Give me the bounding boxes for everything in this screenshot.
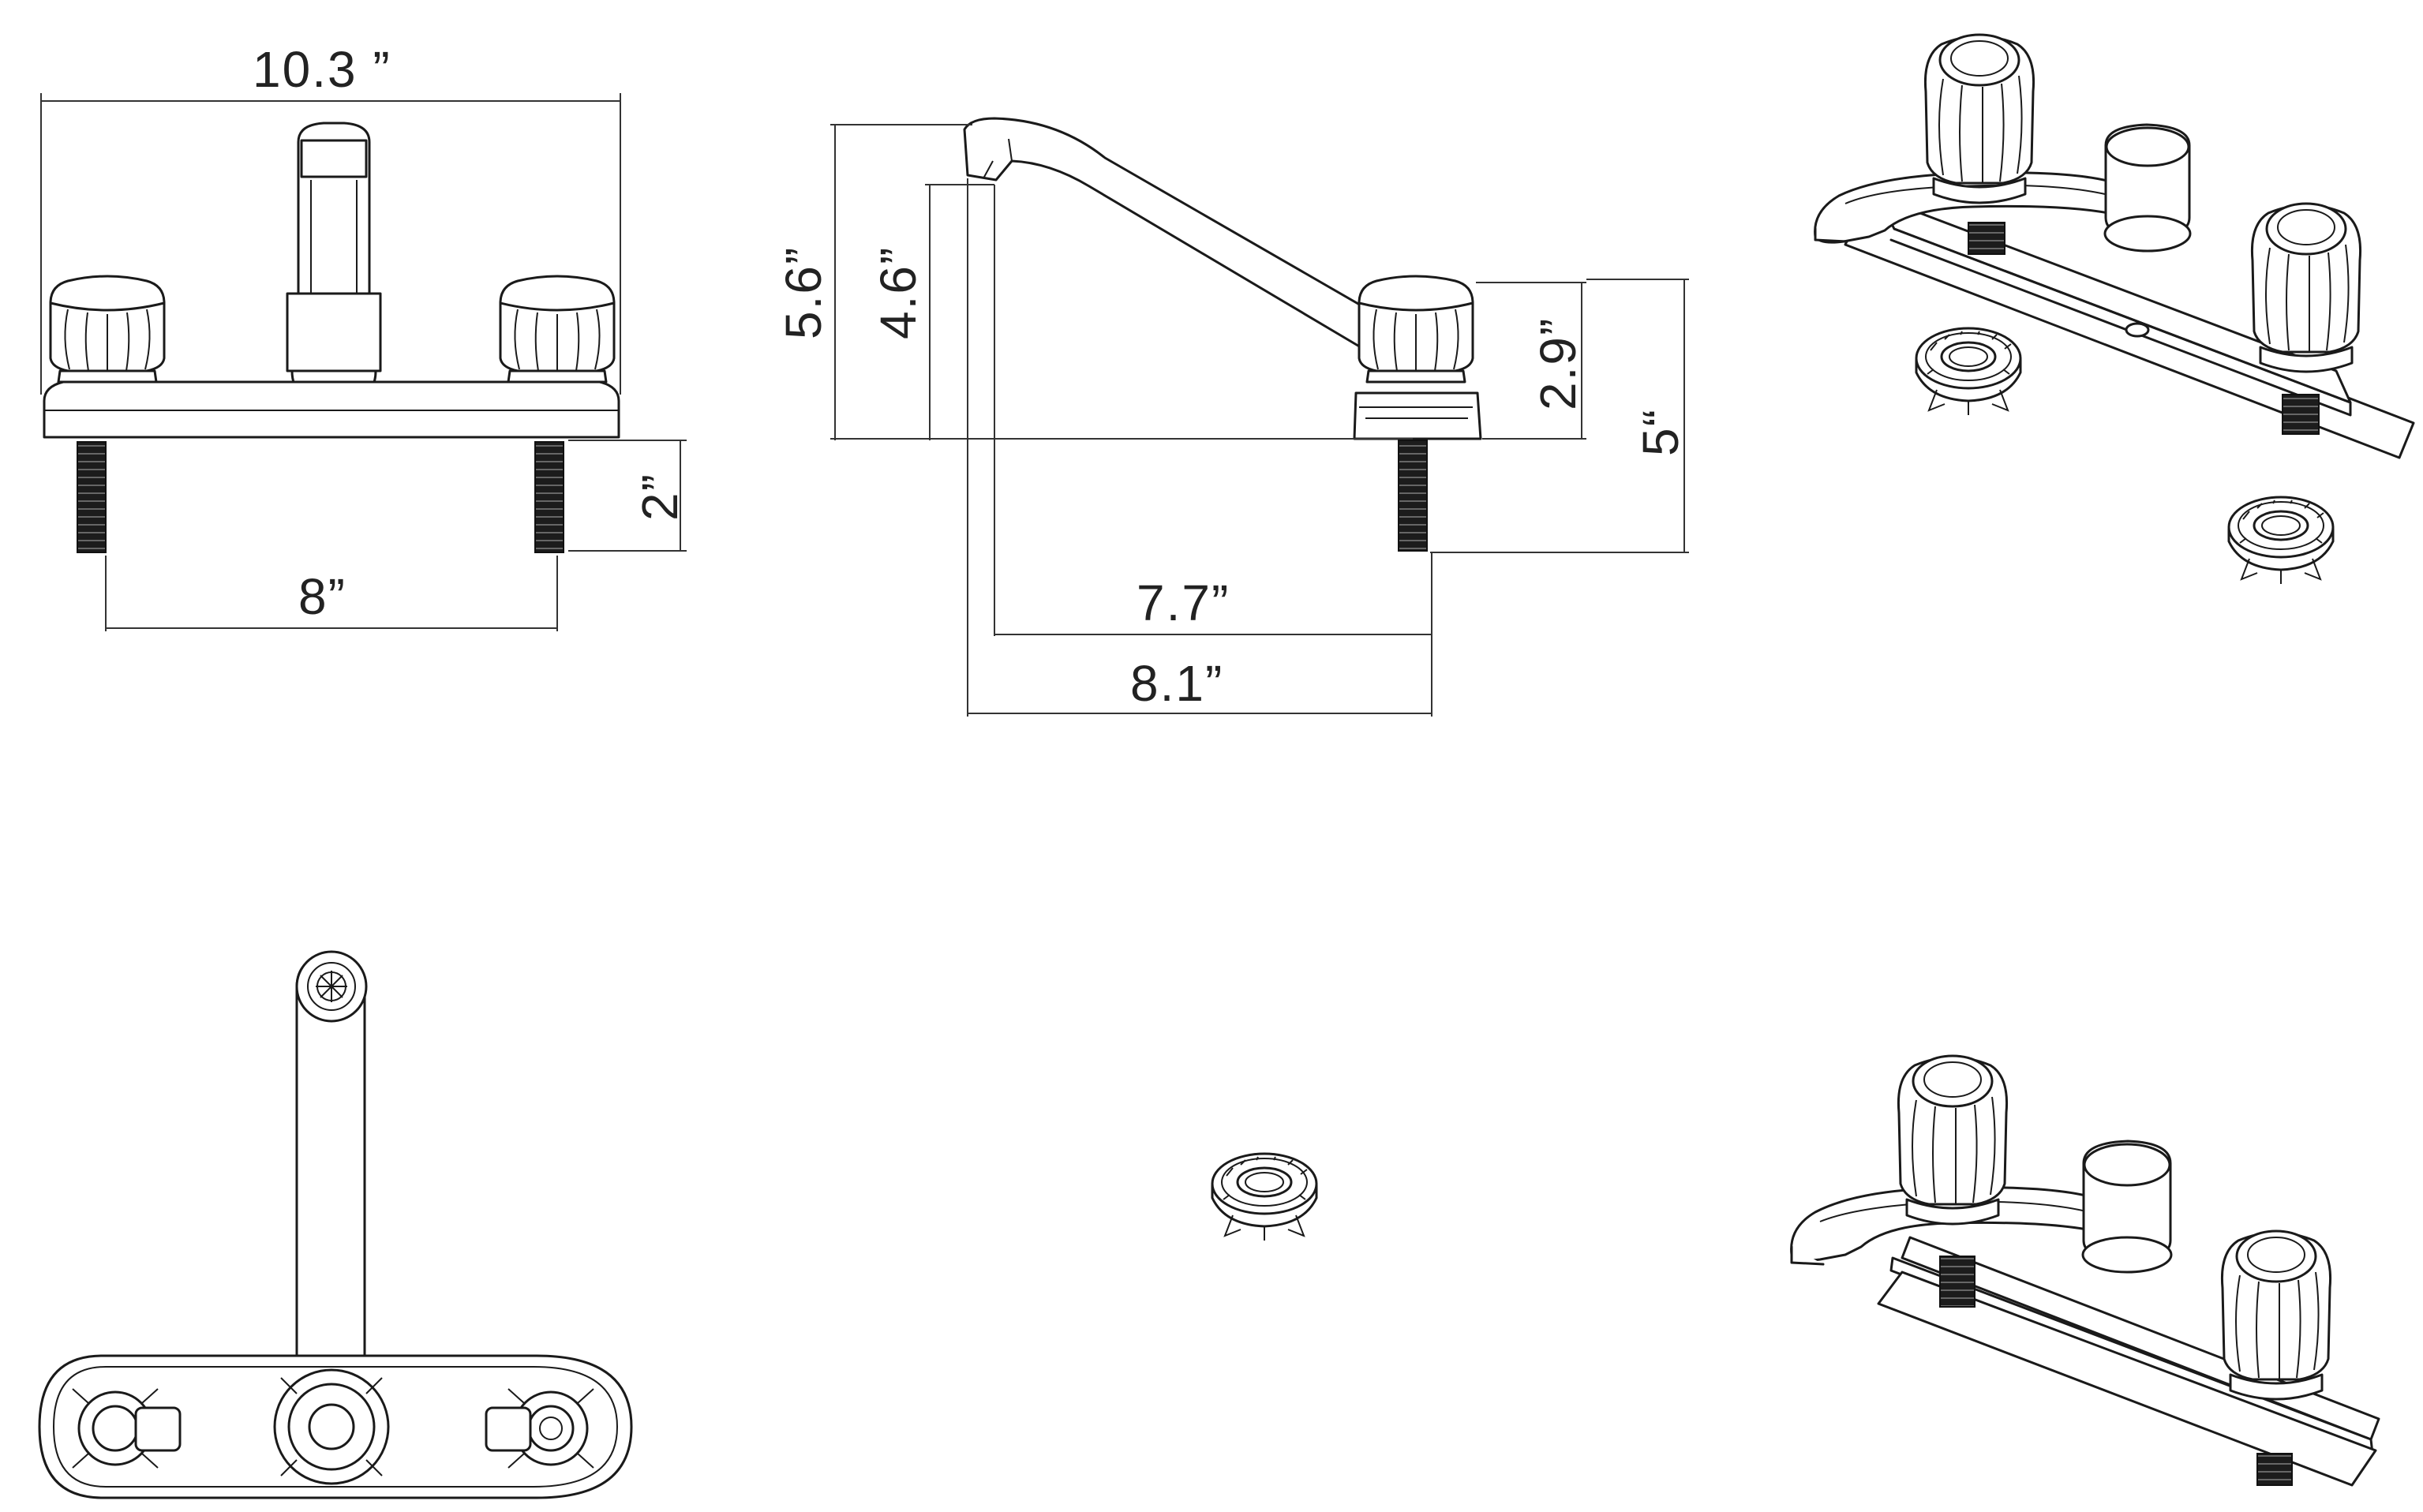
side-spout-height-label: 4.6” (870, 246, 927, 339)
front-view: 10.3 ” 2” 8” (40, 41, 688, 631)
side-reach-inner-label: 7.7” (1137, 574, 1230, 631)
side-total-height-label: 5.6” (775, 246, 832, 339)
front-width-label: 10.3 ” (253, 41, 391, 98)
isometric-view-bottom (1790, 1054, 2380, 1487)
front-spacing-label: 8” (298, 568, 346, 625)
side-handle-height-label: 2.9” (1530, 317, 1586, 410)
strainer-ring-detail (1211, 1152, 1318, 1242)
side-overall-height-label: 5“ (1632, 408, 1689, 456)
side-reach-outer-label: 8.1” (1130, 655, 1223, 712)
isometric-view-assembled (1814, 33, 2415, 586)
side-view: 5.6” 4.6” 2.9” 5“ 7.7” 8.1” (775, 117, 1689, 717)
bottom-view (38, 950, 633, 1499)
front-shank-label: 2” (631, 473, 688, 521)
